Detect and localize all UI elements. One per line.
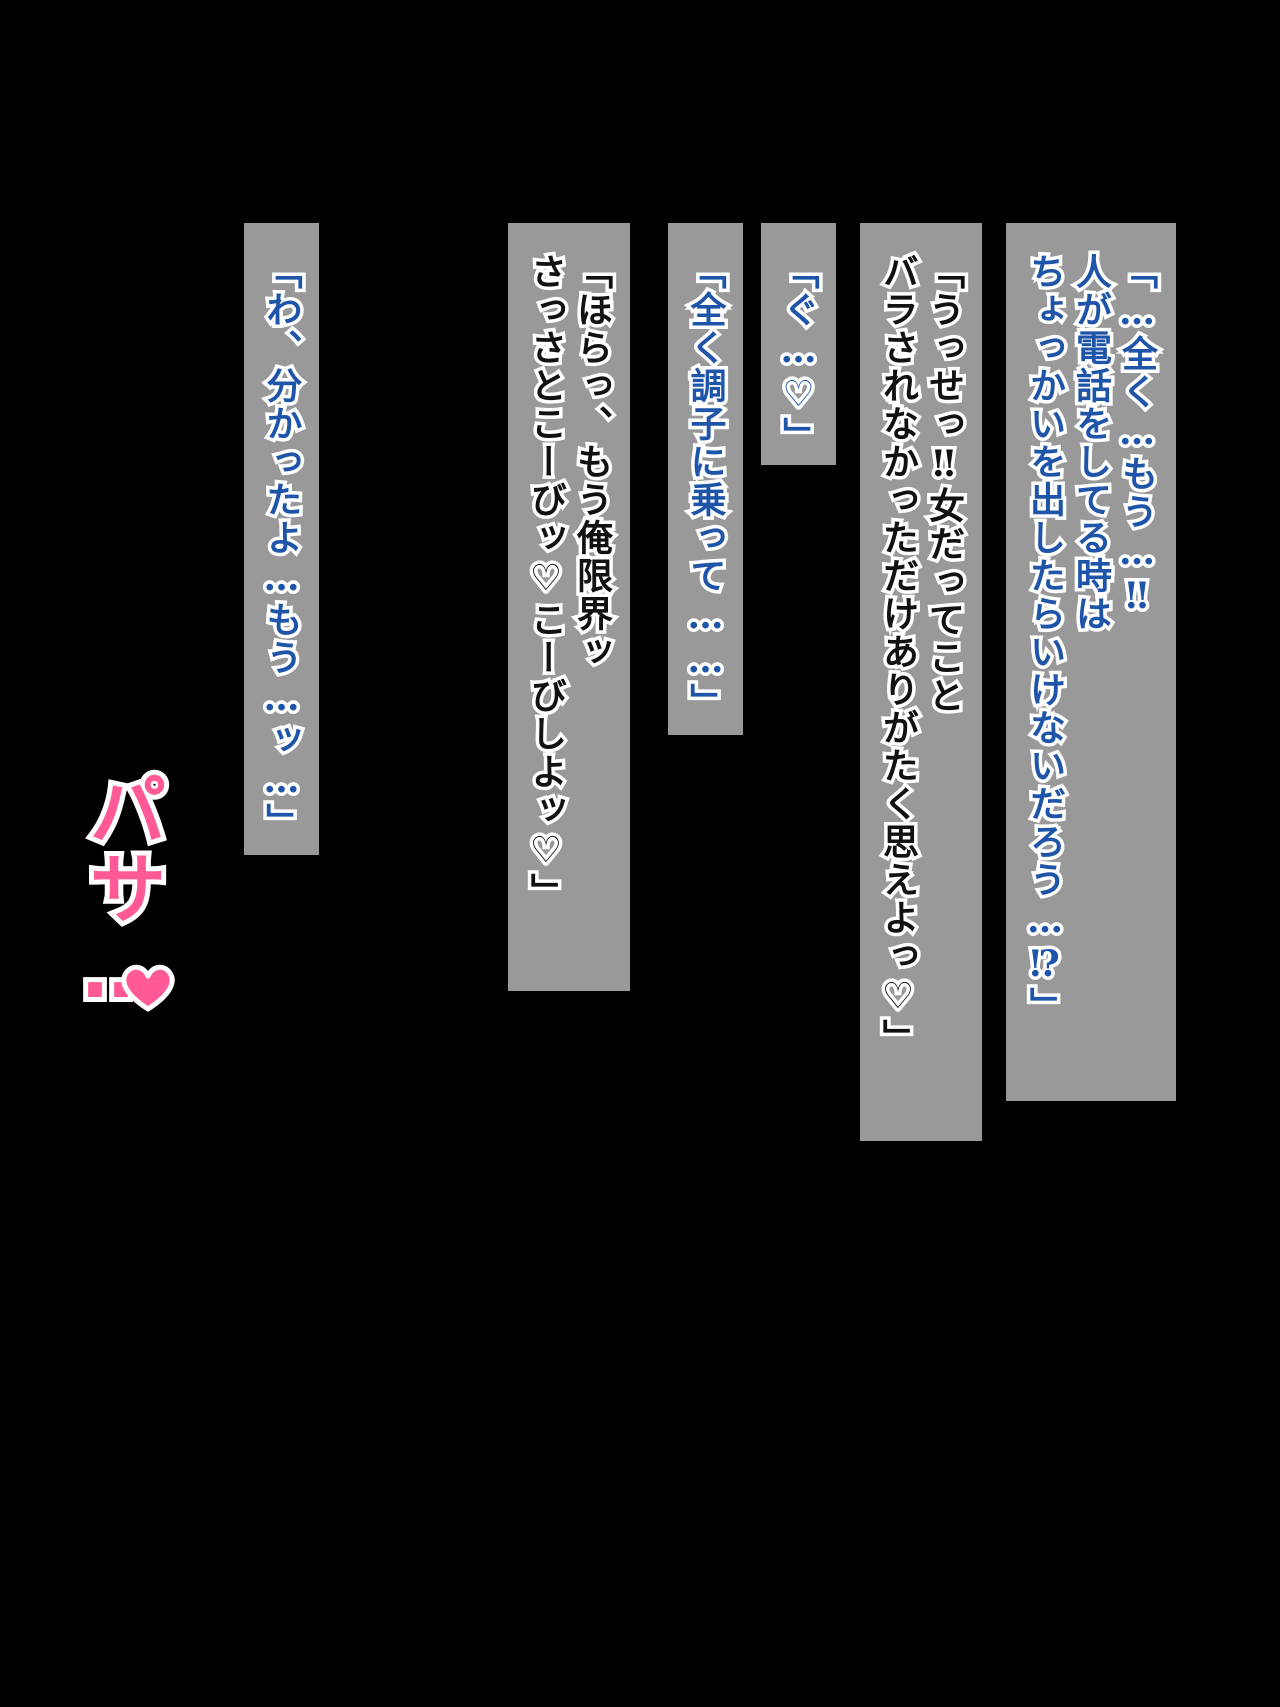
speech-line: 「わ、分かったよ…もう…ッ…」: [257, 250, 306, 845]
speech-bubble-4: 「全く調子に乗って……」: [668, 223, 743, 735]
speech-line: 「ほらっ、もう俺限界ッ: [568, 250, 617, 675]
speech-line: 人が電話をしてる時は: [1067, 250, 1116, 637]
speech-bubble-6: 「わ、分かったよ…もう…ッ…」: [244, 223, 319, 855]
speech-line: 「全く調子に乗って……」: [681, 250, 730, 725]
speech-bubble-1: 「…全く…もう…‼ 人が電話をしてる時は ちょっかいを出したらいけないだろう…⁉…: [1006, 223, 1176, 1101]
speech-line: さっさとこーびッ♡こーびしよッ♡」: [522, 250, 571, 915]
heart-icon: [121, 964, 175, 1012]
speech-line: ちょっかいを出したらいけないだろう…⁉」: [1021, 250, 1070, 1029]
speech-line: 「…全く…もう…‼: [1113, 250, 1162, 623]
speech-line: バラされなかっただけありがたく思えよっ♡」: [874, 250, 923, 1061]
speech-line: 「ぐ…♡」: [774, 250, 823, 459]
speech-bubble-2: 「うっせっ‼女だってこと バラされなかっただけありがたく思えよっ♡」: [860, 223, 982, 1141]
speech-bubble-3: 「ぐ…♡」: [761, 223, 836, 465]
speech-line: 「うっせっ‼女だってこと: [920, 250, 969, 719]
speech-bubble-5: 「ほらっ、もう俺限界ッ さっさとこーびッ♡こーびしよッ♡」: [508, 223, 630, 991]
